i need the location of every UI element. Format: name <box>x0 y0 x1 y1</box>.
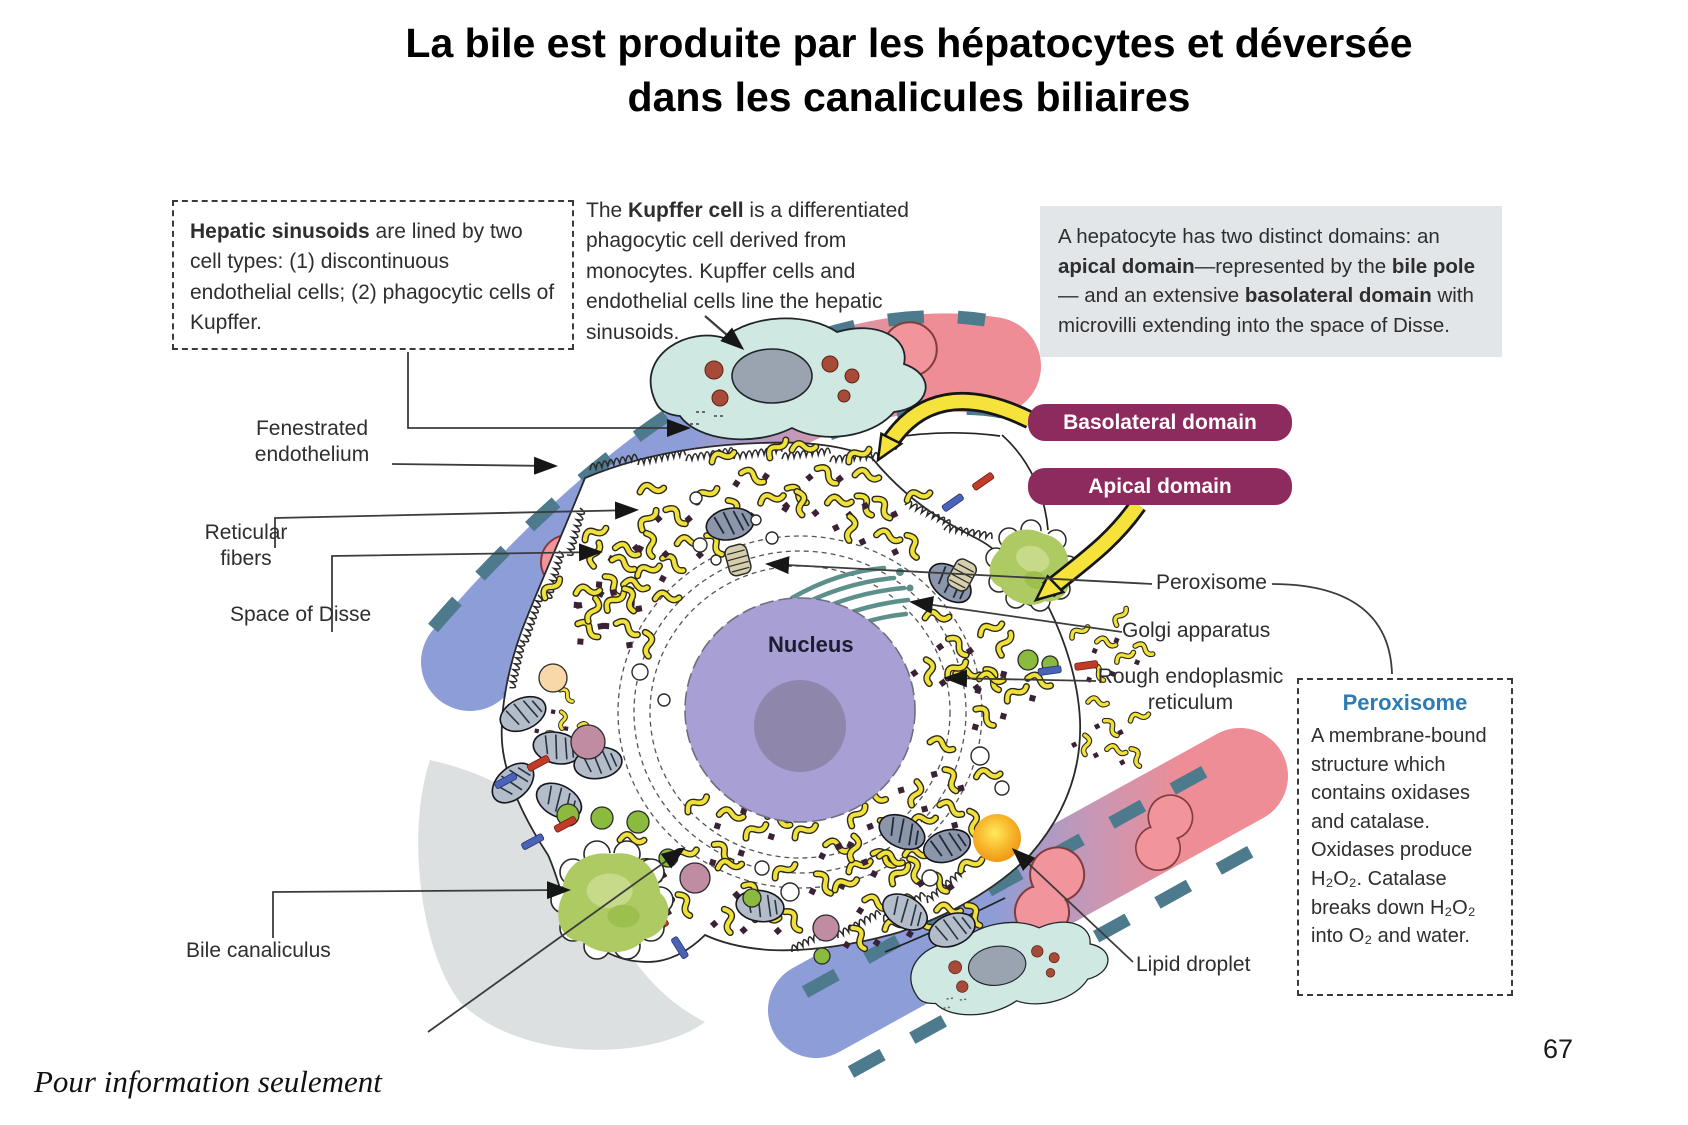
peroxisome-infobox: Peroxisome A membrane-bound structure wh… <box>1297 678 1513 996</box>
peroxisome-box-title: Peroxisome <box>1342 690 1468 715</box>
page-number: 67 <box>1543 1034 1574 1064</box>
kupffer-pre: The <box>586 199 629 222</box>
domains-s1: A hepatocyte has two distinct domains: a… <box>1058 225 1440 248</box>
domain-arrows <box>876 392 1146 602</box>
domains-s4: with microvilli extending into the space… <box>1058 284 1474 338</box>
hepatic-sinusoid-bottom <box>768 728 1288 1078</box>
domains-basolateral: basolateral domain <box>1244 284 1432 308</box>
label-nucleus: Nucleus <box>768 632 854 657</box>
footer-note: Pour information seulement <box>34 1064 382 1099</box>
lipid-droplet <box>973 814 1021 862</box>
inclusions <box>538 649 1059 965</box>
label-lipid-droplet: Lipid droplet <box>1136 953 1251 976</box>
hepatic-sinusoids-text: are lined by two cell types: (1) discont… <box>190 220 555 335</box>
nucleus <box>684 597 916 823</box>
label-reticular-fibers: Reticular fibers <box>204 521 288 570</box>
slide-title: La bile est produite par les hépatocytes… <box>130 16 1688 124</box>
kupffer-lead: Kupffer cell <box>628 199 744 222</box>
kupffer-text: is a differentiated phagocytic cell deri… <box>586 199 909 344</box>
hepatic-sinusoids-lead: Hepatic sinusoids <box>190 220 370 243</box>
label-peroxisome: Peroxisome <box>1156 571 1267 594</box>
domains-s3: — and an extensive <box>1058 284 1245 308</box>
peroxisome-box-body: A membrane-bound structure which contain… <box>1311 725 1487 948</box>
domains-bile-pole: bile pole <box>1391 254 1476 278</box>
label-rough-er: Rough endoplasmic reticulum <box>1097 665 1284 714</box>
kupffer-cell-infotext: The Kupffer cell is a differentiated pha… <box>586 196 940 348</box>
hepatocyte-domains-infobox: A hepatocyte has two distinct domains: a… <box>1040 206 1502 357</box>
apical-domain-badge: Apical domain <box>1028 468 1292 505</box>
slide-title-line1: La bile est produite par les hépatocytes… <box>405 20 1413 66</box>
label-space-of-disse: Space of Disse <box>230 603 372 626</box>
label-bile-canaliculus: Bile canaliculus <box>186 939 331 962</box>
leader-lines <box>272 315 1393 1033</box>
domains-apical: apical domain <box>1058 254 1195 278</box>
slide-title-line2: dans les canalicules biliaires <box>627 74 1191 121</box>
hepatic-sinusoids-infobox: Hepatic sinusoids are lined by two cell … <box>172 200 574 350</box>
basolateral-domain-badge: Basolateral domain <box>1028 404 1292 441</box>
domains-s2: —represented by the <box>1194 254 1392 278</box>
vesicles <box>631 491 1010 902</box>
label-golgi-apparatus: Golgi apparatus <box>1122 619 1271 642</box>
label-fenestrated-endothelium: Fenestrated endothelium <box>254 417 370 466</box>
